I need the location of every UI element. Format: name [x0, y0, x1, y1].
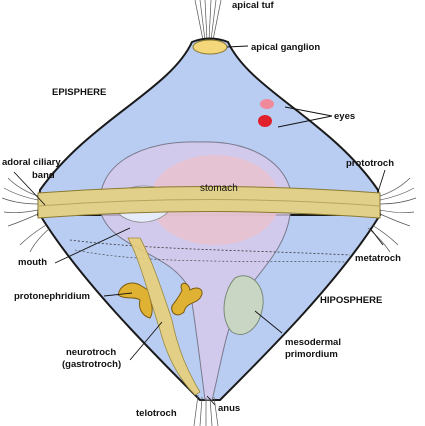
- neurotroch-label-2: (gastrotroch): [62, 359, 121, 370]
- apical-tuft-label: apical tuf: [232, 0, 275, 11]
- hiposphere-label: HIPOSPHERE: [320, 295, 382, 306]
- neurotroch: [127, 237, 201, 396]
- metatroch-label: metatroch: [355, 253, 401, 264]
- metatroch-cilia: [19, 224, 399, 253]
- eye-red: [258, 115, 272, 127]
- eyes-label: eyes: [334, 111, 355, 122]
- anus-label: anus: [218, 403, 240, 414]
- adoral-band-leader: [13, 171, 46, 206]
- prototroch-leader: [377, 169, 386, 193]
- protonephridium-leader: [103, 292, 133, 297]
- neurotroch-leader: [129, 321, 163, 361]
- eye-pink: [260, 99, 274, 109]
- metatroch-leader: [369, 227, 384, 246]
- eyes-leader-2: [277, 115, 333, 128]
- protonephridium-left: [117, 282, 153, 319]
- adoral-ciliary-band-label-2: band: [32, 170, 55, 181]
- prototroch-band: [37, 186, 381, 219]
- prototroch-label: prototroch: [346, 158, 394, 169]
- mouth-label: mouth: [18, 257, 47, 268]
- anus-leader: [206, 395, 216, 406]
- internal-dashed-line: [69, 239, 351, 256]
- mesodermal-primordium-label-1: mesodermal: [285, 337, 341, 348]
- stomach-label: stomach: [200, 183, 238, 194]
- prototroch-cilia: [1, 177, 417, 227]
- protonephridium-right: [171, 282, 203, 316]
- apical-tuft: [194, 0, 222, 41]
- apical-ganglion-label: apical ganglion: [251, 42, 320, 53]
- adoral-ciliary-band-label-1: adoral ciliary: [2, 157, 61, 168]
- eyes-leader-1: [284, 106, 333, 117]
- apical-ganglion: [192, 39, 228, 55]
- mesodermal-primordium-label-2: primordium: [285, 349, 338, 360]
- neurotroch-label-1: neurotroch: [66, 347, 116, 358]
- episphere-label: EPISPHERE: [52, 87, 106, 98]
- internal-dashed-line-2: [74, 249, 346, 263]
- telotroch-cilia: [193, 394, 219, 426]
- mesodermal-primordium: [223, 275, 264, 335]
- telotroch-label: telotroch: [136, 408, 177, 419]
- mesodermal-leader: [254, 310, 283, 334]
- mouth-leader: [54, 227, 131, 264]
- protonephridium-label: protonephridium: [14, 291, 90, 302]
- apical-ganglion-leader: [226, 45, 249, 48]
